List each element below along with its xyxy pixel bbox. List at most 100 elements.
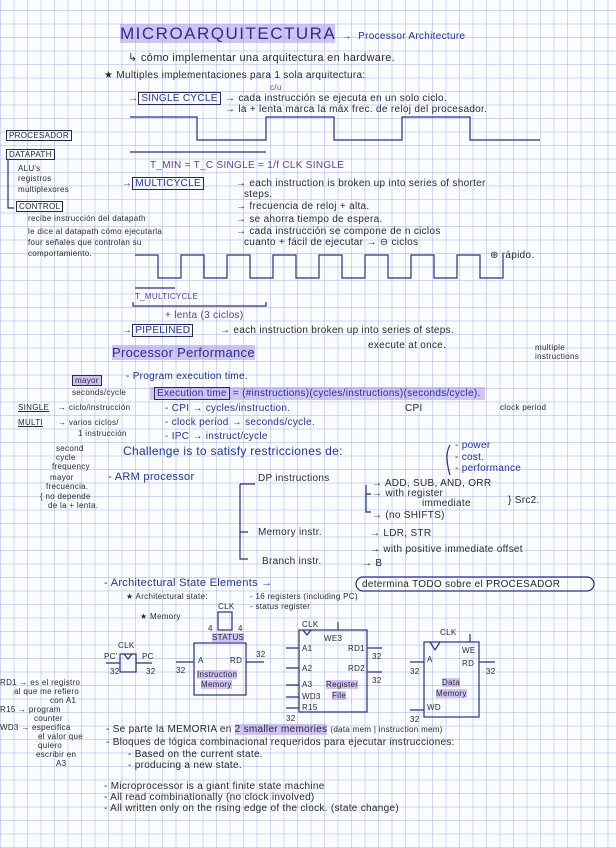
control-item: recibe instrucción del datapath	[28, 214, 146, 223]
multiples-line: ★ Multiples implementaciones para 1 sola…	[104, 70, 366, 81]
dp-item: → with register	[372, 488, 444, 499]
bus-width: 32	[372, 676, 382, 685]
clk-label: CLK	[218, 602, 235, 611]
datapath-box: DATAPATH	[6, 149, 55, 160]
multicycle-line: → cada instrucción se compone de n ciclo…	[236, 226, 441, 237]
datapath-item: multiplexores	[18, 185, 70, 194]
multicycle-line: → se ahorra tiempo de espera.	[236, 214, 383, 225]
cpi-line: - CPI → cycles/instruction.	[165, 403, 291, 414]
bus-width: 32	[410, 715, 420, 724]
constraint: - cost.	[455, 452, 485, 463]
performance-heading: Processor Performance	[112, 345, 255, 360]
dmem-name: Data	[442, 678, 461, 687]
page-title: MICROARQUITECTURA → Processor Architectu…	[120, 24, 466, 43]
datapath-item: ALU's	[18, 164, 41, 173]
bullet: - Se parte la MEMORIA en 2 smaller memor…	[106, 724, 443, 735]
bullet: - Bloques de lógica combinacional requer…	[106, 737, 455, 748]
arm-tree	[239, 483, 371, 560]
dmem-we: WE	[462, 646, 476, 655]
bus-width: 4	[208, 624, 213, 633]
left-note: RD1 → es el registro	[0, 678, 81, 687]
rf-name: Register	[326, 680, 359, 689]
dp-item: immediate	[422, 498, 471, 509]
bullet: - All written only on the rising edge of…	[104, 803, 399, 814]
imem-rd: RD	[230, 656, 243, 665]
cloud-outline	[355, 576, 595, 592]
exec-time-formula: Execution time = (#instructions)(cycles/…	[150, 387, 485, 400]
bus-width: 32	[146, 667, 156, 676]
bullet: - All read combinationally (no clock inv…	[104, 792, 315, 803]
bus-width: 32	[410, 667, 420, 676]
second-cycle: second	[56, 444, 84, 453]
seconds-cycle: seconds/cycle	[72, 388, 127, 397]
subtitle: ↳ cómo implementar una arquitectura en h…	[128, 52, 395, 64]
multi-note: → varios ciclos/	[58, 418, 119, 427]
single-cycle-label: →SINGLE CYCLE	[128, 92, 221, 105]
constraint: - power	[455, 440, 491, 451]
rf-rd1: RD1	[348, 644, 365, 653]
left-note: el valor que	[38, 732, 83, 741]
register-file-block	[298, 629, 368, 713]
left-note: R15 → program	[0, 705, 61, 714]
imem-a: A	[198, 656, 204, 665]
left-note: escribir en	[36, 750, 77, 759]
challenge-line: Challenge is to satisfy restricciones de…	[123, 444, 343, 458]
pc-out-label: PC	[142, 652, 154, 661]
mem-item: → LDR, STR	[370, 528, 432, 539]
branch-item: → B	[362, 558, 383, 569]
rf-r15: R15	[302, 703, 318, 712]
bullet: - Microprocessor is a giant finite state…	[104, 781, 325, 792]
control-item: four señales que controlan su	[28, 238, 142, 247]
dmem-wd: WD	[427, 703, 441, 712]
dmem-a: A	[427, 655, 433, 664]
left-note: A3	[56, 759, 67, 768]
left-note: WD3 → especifica	[0, 723, 71, 732]
processor-box: PROCESADOR	[6, 130, 72, 141]
left-note: al que me refiero	[14, 687, 80, 696]
cpi-top: CPI	[405, 403, 423, 414]
pipelined-label: →PIPELINED	[122, 324, 194, 337]
bullet: - Based on the current state.	[128, 749, 263, 760]
status-register	[217, 611, 233, 631]
imem-name: Instruction	[197, 670, 238, 679]
single-note: → ciclo/instrucción	[58, 403, 131, 412]
rf-a1: A1	[302, 644, 313, 653]
bus-width: 32	[176, 666, 186, 675]
pipelined-line1: → each instruction broken up into series…	[220, 325, 455, 336]
constraints-brace	[446, 444, 451, 476]
rf-rd2: RD2	[348, 664, 365, 673]
rf-name: File	[332, 691, 347, 700]
arch-item: - 16 registers (including PC)	[250, 592, 358, 601]
memory-label: ★ Memory	[140, 612, 181, 621]
multi-note: 1 instrucción	[78, 429, 127, 438]
dp-item: → (no SHIFTS)	[372, 510, 445, 521]
rf-wd3: WD3	[302, 692, 321, 701]
data-memory-block	[423, 641, 480, 718]
clock-period-top: clock period	[500, 403, 547, 412]
bus-width: 32	[256, 650, 266, 659]
slower-brace	[132, 302, 267, 307]
rf-we3: WE3	[324, 634, 343, 643]
pipelined-note: multiple instructions	[535, 343, 580, 361]
multicycle-line: → each instruction is broken up into ser…	[236, 178, 486, 189]
multicycle-line: cuanto + fácil de ejecutar → ⊖ ciclos	[244, 237, 419, 248]
major-label: mayor	[72, 375, 102, 386]
bus-width: 32	[110, 667, 120, 676]
second-cycle: frequency	[52, 462, 90, 471]
state-cloud-note: determina TODO sobre el PROCESADOR	[362, 579, 561, 590]
datapath-item: registros	[18, 174, 52, 183]
clk-label: CLK	[118, 641, 135, 650]
left-note: mayor	[50, 473, 74, 482]
program-time: - Program execution time.	[126, 371, 248, 382]
second-cycle: cycle	[56, 453, 76, 462]
memory-instr: Memory instr.	[258, 527, 322, 538]
control-item: le dice al datapath cómo ejecutarla	[28, 227, 163, 236]
control-box: CONTROL	[16, 201, 64, 212]
instruction-memory-block	[193, 642, 247, 696]
multicycle-line: → frecuencia de reloj + alta.	[236, 201, 370, 212]
dmem-name: Memory	[436, 689, 467, 698]
pc-register	[119, 653, 137, 673]
multi-label: MULTI	[18, 418, 43, 427]
status-label: STATUS	[212, 633, 245, 642]
arm-label: - ARM processor	[108, 471, 195, 483]
